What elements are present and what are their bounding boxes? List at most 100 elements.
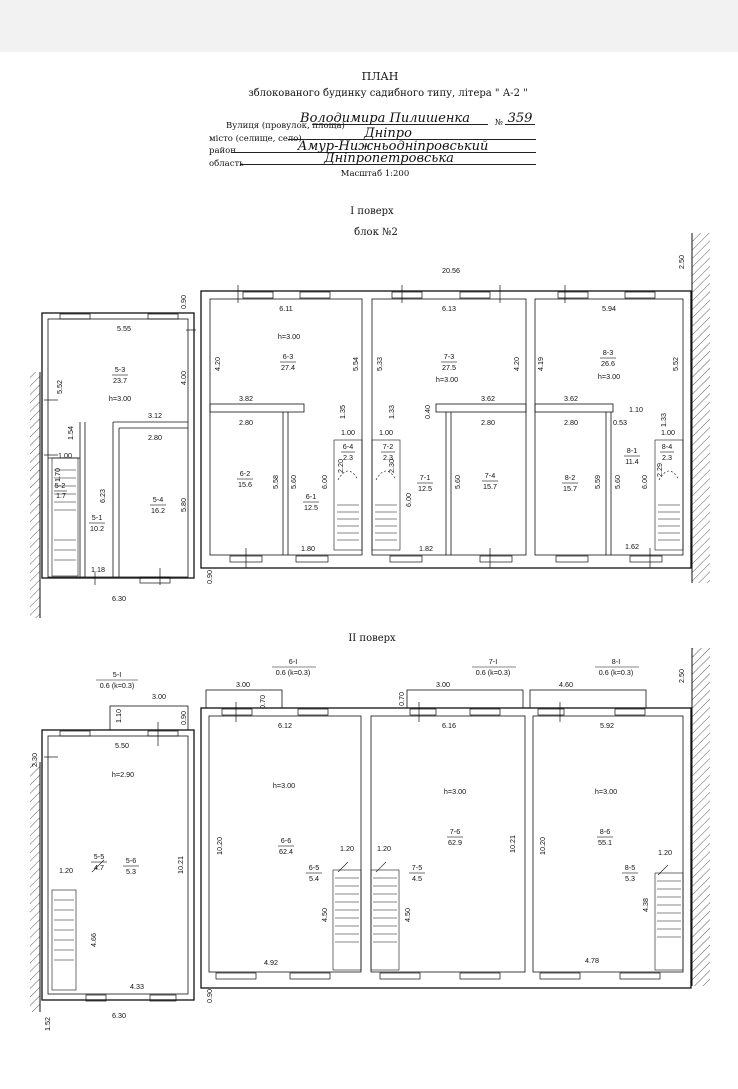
dim-u8-s2: 1.00 (661, 428, 675, 437)
floor2-walls (41, 689, 692, 1001)
dim-u8-right: 5.52 (671, 357, 680, 371)
city-underline (288, 139, 536, 140)
dim-f2-u6-stair-h: 4.50 (320, 908, 329, 922)
dim-u8-top: 5.94 (602, 304, 616, 313)
dim-f2-u7-stair-w: 1.20 (377, 844, 391, 853)
dim-u7-v6: 2.30 (387, 459, 396, 473)
room-8-2-name: 8-2 (565, 473, 575, 482)
dim-f2-u6-bal-w: 3.00 (236, 680, 250, 689)
dim-f2-u5-bal-h2: 0.90 (179, 711, 188, 725)
dim-f2-left-height: 2.30 (30, 753, 39, 767)
dim-u7-mid: 3.62 (481, 394, 495, 403)
room-6-4-name: 6-4 (343, 442, 353, 451)
dim-u5-vert: 6.23 (98, 489, 107, 503)
room-5-4-area: 16.2 (151, 506, 165, 515)
room-7-6-name: 7-6 (450, 827, 460, 836)
dim-u7-v3: 1.00 (379, 428, 393, 437)
dim-u5-hall-top: 2.80 (148, 433, 162, 442)
room-7-5-area: 4.5 (412, 874, 422, 883)
floor1-room-labels: 5-3 23.7 h=3.00 5-1 10.2 5-2 1.7 5-4 16.… (54, 332, 674, 533)
room-5-1-area: 10.2 (90, 524, 104, 533)
number-underline (505, 124, 535, 125)
balcony-5-name: 5-І (113, 670, 121, 679)
dim-u7-v1: 1.33 (387, 405, 396, 419)
floor1-windows (59, 291, 663, 584)
balcony-8-area: 0.6 (k=0.3) (599, 668, 634, 677)
room-5-6-area: 5.3 (126, 867, 136, 876)
dim-u8-s1: 1.33 (659, 413, 668, 427)
dim-u6-v2: 5.60 (289, 475, 298, 489)
room-8-2-area: 15.7 (563, 484, 577, 493)
room-6-1-area: 12.5 (304, 503, 318, 512)
balcony-6-area: 0.6 (k=0.3) (276, 668, 311, 677)
room-5-5-area: 4.7 (94, 863, 104, 872)
street-value: Володимира Пилишенка (300, 111, 470, 126)
dim-u5-left: 5.52 (55, 380, 64, 394)
dim-u6-bot: 1.80 (301, 544, 315, 553)
room-5-2-area: 1.7 (56, 491, 66, 500)
dim-f2-u5-bal-w: 3.00 (152, 692, 166, 701)
room-8-6-name: 8-6 (600, 827, 610, 836)
room-6-3-area: 27.4 (281, 363, 295, 372)
dim-u5-mid-h: 3.12 (148, 411, 162, 420)
dim-left-top-offset: 0.90 (179, 295, 188, 309)
room-8-1-area: 11.4 (625, 457, 638, 466)
floor2-title: ІІ поверх (348, 633, 396, 644)
dim-f2-u6-stair-w: 1.20 (340, 844, 354, 853)
floor1-walls (41, 290, 692, 579)
balcony-5-area: 0.6 (k=0.3) (100, 681, 135, 690)
room-6-2-area: 15.6 (238, 480, 252, 489)
dim-u7-hall: 2.80 (481, 418, 495, 427)
room-6-4-area: 2.3 (343, 453, 353, 462)
dim-total-width: 20.56 (442, 266, 460, 275)
dim-u6-left: 4.20 (213, 357, 222, 371)
dim-u8-v5: 2.29 (655, 463, 664, 477)
room-7-1-name: 7-1 (420, 473, 430, 482)
room-7-5-name: 7-5 (412, 863, 422, 872)
room-7-4-area: 15.7 (483, 482, 497, 491)
dim-f2-u5-b2: 6.30 (112, 1011, 126, 1020)
dim-u7-left: 5.33 (375, 357, 384, 371)
dim-u6-hall: 2.80 (239, 418, 253, 427)
room-6-2-name: 6-2 (240, 469, 250, 478)
room-8-1-name: 8-1 (627, 446, 637, 455)
dim-f2-u6-left: 10.20 (215, 837, 224, 855)
floor1-axis-ticks (44, 285, 651, 585)
room-7-2-area: 2.3 (383, 453, 393, 462)
street-label: Вулиця (провулок, площа) (226, 121, 345, 131)
room-7-4-name: 7-4 (485, 471, 495, 480)
dim-f2-u5-top: 5.50 (115, 741, 129, 750)
region-underline (240, 164, 536, 165)
dim-u8-v2: 5.59 (593, 475, 602, 489)
room-7-1-area: 12.5 (418, 484, 432, 493)
city-label: місто (селище, село) (209, 134, 302, 144)
room-8-3-area: 26.6 (601, 359, 615, 368)
district-underline (232, 152, 536, 153)
room-6-6-name: 6-6 (281, 836, 291, 845)
room-7-3-area: 27.5 (442, 363, 456, 372)
room-6-5-area: 5.4 (309, 874, 319, 883)
height-u8: h=3.00 (598, 372, 620, 381)
height-f2-u8: h=3.00 (595, 787, 617, 796)
room-8-6-area: 55.1 (598, 838, 612, 847)
dim-u8-v1: 0.53 (613, 418, 627, 427)
dim-u7-v5: 5.60 (453, 475, 462, 489)
dim-f2-u7-right: 10.21 (508, 835, 517, 853)
floor2-windows (59, 708, 661, 1002)
plan-subtitle: зблокованого будинку садибного типу, літ… (248, 88, 528, 99)
room-8-4-name: 8-4 (662, 442, 672, 451)
dim-f2-u7-top: 6.16 (442, 721, 456, 730)
dim-u8-mid2: 1.10 (629, 405, 643, 414)
dim-bottom-offset: 0.90 (205, 570, 214, 584)
balcony-7-name: 7-І (489, 657, 497, 666)
balcony-6-name: 6-І (289, 657, 297, 666)
dim-f2-u8-top: 5.92 (600, 721, 614, 730)
room-5-6-name: 5-6 (126, 856, 136, 865)
dim-u5-stair-h2: 1.70 (53, 468, 62, 482)
floor2-axis-ticks (44, 702, 561, 1001)
dim-u6-v4: 2.20 (336, 459, 345, 473)
dim-f2-u5-right: 10.21 (176, 856, 185, 874)
dim-u8-v4: 6.00 (640, 475, 649, 489)
height-f2-u5: h=2.90 (112, 770, 134, 779)
